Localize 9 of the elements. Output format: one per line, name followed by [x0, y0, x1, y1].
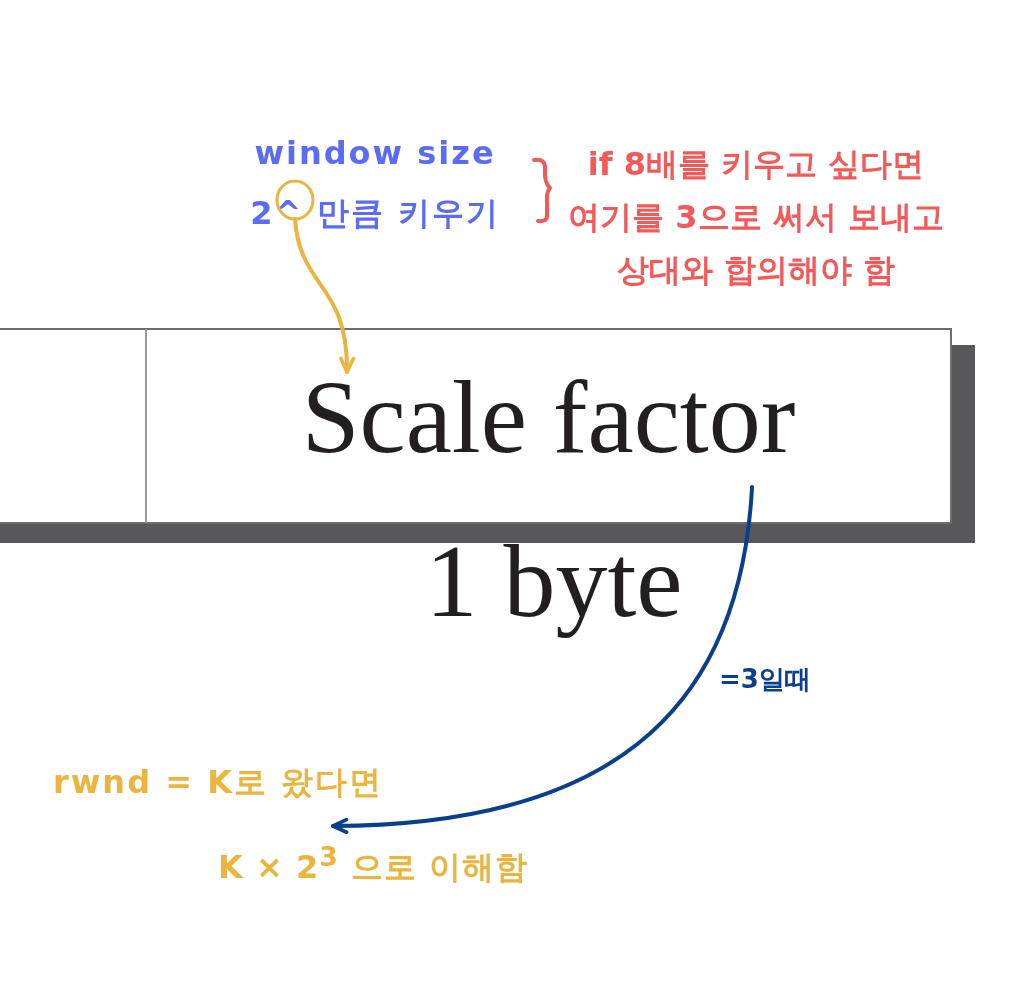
field-size-label: 1 byte [424, 522, 684, 640]
field-name: Scale factor [300, 365, 797, 469]
option-field [0, 328, 148, 524]
option-field [147, 328, 952, 524]
handwritten-note: rwnd = K로 왔다면 [53, 762, 385, 803]
arrow [331, 485, 754, 834]
handwritten-note: K × 2$^{3}$ 으로 이해함 [218, 840, 529, 888]
handwritten-note: if 8배를 키우고 싶다면 여기를 3으로 써서 보내고 상대와 합의해야 함 [567, 144, 945, 291]
arrow [293, 217, 355, 374]
